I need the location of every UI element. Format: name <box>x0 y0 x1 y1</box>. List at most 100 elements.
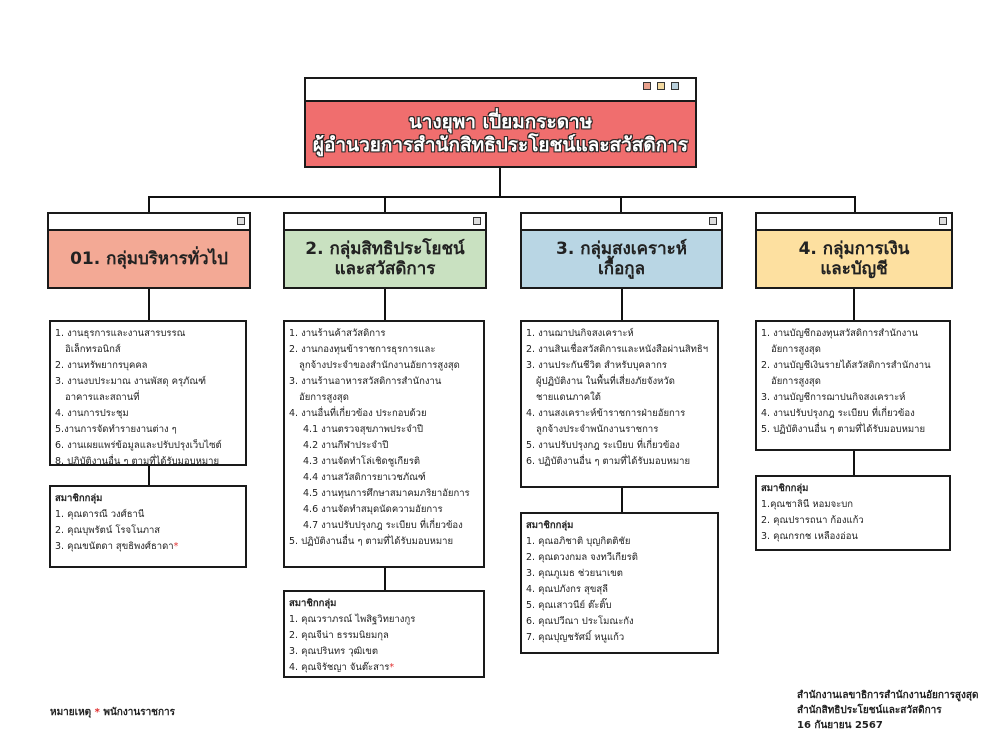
footer: สำนักงานเลขาธิการสำนักงานอัยการสูงสุด สำ… <box>797 688 979 733</box>
member-name: 2. คุณจีน่า ธรรมนิยมกุล <box>289 630 389 641</box>
director-box: นางยุพา เปี่ยมกระดาษ ผู้อำนวยการสำนักสิท… <box>304 77 697 168</box>
group-box-4: 4. กลุ่มการเงิน และบัญชี <box>755 212 953 289</box>
window-button-icon <box>473 217 481 225</box>
window-dot-3-icon <box>671 82 679 90</box>
task-item: 5. งานปรับปรุงกฎ ระเบียบ ที่เกี่ยวข้อง <box>526 440 680 451</box>
task-item: 4. งานอื่นที่เกี่ยวข้อง ประกอบด้วย <box>289 408 427 419</box>
task-item: 4.5 งานทุนการศึกษาสมาคมภริยาอัยการ <box>303 488 470 499</box>
task-item: 2. งานกองทุนข้าราชการธุรการและ ลูกจ้างปร… <box>289 344 460 371</box>
task-item: 8. ปฏิบัติงานอื่น ๆ ตามที่ได้รับมอบหมาย <box>55 456 220 467</box>
task-item: 1. งานร้านค้าสวัสดิการ <box>289 328 386 339</box>
group-title: 4. กลุ่มการเงิน และบัญชี <box>798 238 910 279</box>
connector-group-2 <box>384 196 386 213</box>
member-item: 1. คุณวราภรณ์ ไพสิฐวิทยางกูร <box>289 612 479 628</box>
member-item: 3. คุณปรินทร วุฒิเขต <box>289 644 479 660</box>
task-list-box: 1. งานบัญชีกองทุนสวัสดิการสำนักงาน อัยกา… <box>755 320 951 451</box>
member-item: 1.คุณชาลินี หอมจะบก <box>761 497 945 513</box>
window-title-bar <box>49 214 249 231</box>
member-name: 2. คุณดวงกมล จงทวีเกียรติ <box>526 552 638 563</box>
members-heading: สมาชิกกลุ่ม <box>526 520 574 531</box>
task-item: 6. งานเผยแพร่ข้อมูลและปรับปรุงเว็บไซต์ <box>55 440 222 451</box>
member-item: 7. คุณปุญชรัศมิ์ หนูแก้ว <box>526 630 713 646</box>
group-box-1: 01. กลุ่มบริหารทั่วไป <box>47 212 251 289</box>
member-name: 1. คุณวราภรณ์ ไพสิฐวิทยางกูร <box>289 614 416 625</box>
window-button-icon <box>237 217 245 225</box>
members-heading: สมาชิกกลุ่ม <box>55 493 103 504</box>
connector-tasks <box>384 289 386 320</box>
member-name: 3. คุณขนัตดา สุขธิพงศ์ธาดา <box>55 541 174 552</box>
task-item: 1. งานธุรการและงานสารบรรณอิเล็กทรอนิกส์ <box>55 328 186 355</box>
window-button-icon <box>939 217 947 225</box>
member-name: 6. คุณปวีณา ประโมณะกัง <box>526 616 634 627</box>
member-name: 3. คุณกรกช เหลืองอ่อน <box>761 531 858 542</box>
members-box: สมาชิกกลุ่ม 1. คุณดารณี วงศ์ธานี 2. คุณบุพ… <box>49 485 247 568</box>
window-title-bar <box>285 214 485 231</box>
member-item: 5. คุณเสาวนีย์ ต๊ะติ๊บ <box>526 598 713 614</box>
window-title-bar <box>757 214 951 231</box>
footnote-text: พนักงานราชการ <box>103 707 176 718</box>
task-item: 1. งานฌาปนกิจสงเคราะห์ <box>526 328 634 339</box>
group-title-area: 2. กลุ่มสิทธิประโยชน์ และสวัสดิการ <box>285 231 485 287</box>
connector-head-down <box>499 167 501 198</box>
group-title: 3. กลุ่มสงเคราะห์ เกื้อกูล <box>556 238 687 279</box>
task-item: 4.6 งานจัดทำสมุดนัดความอัยการ <box>303 504 443 515</box>
connector-members <box>621 488 623 512</box>
task-item: 5.งานการจัดทำรายงานต่าง ๆ <box>55 424 177 435</box>
members-box: สมาชิกกลุ่ม 1. คุณวราภรณ์ ไพสิฐวิทยางกูร 2… <box>283 590 485 678</box>
connector-group-1 <box>148 196 150 213</box>
member-item: 2. คุณบุพรัตน์ โรจโนภาส <box>55 523 241 539</box>
task-list-box: 1. งานร้านค้าสวัสดิการ 2. งานกองทุนข้าราช… <box>283 320 485 568</box>
member-name: 3. คุณภูเมธ ช่วยนาเขต <box>526 568 623 579</box>
task-item: 4.4 งานสวัสดิการยาเวชภัณฑ์ <box>303 472 426 483</box>
task-item: 3. งานร้านอาหารสวัสดิการสำนักงาน อัยการส… <box>289 376 442 403</box>
member-item: 3. คุณภูเมธ ช่วยนาเขต <box>526 566 713 582</box>
member-item: 4. คุณจิรัชญา จันต๊ะสาร* <box>289 660 479 676</box>
footer-office: สำนักงานเลขาธิการสำนักงานอัยการสูงสุด <box>797 690 979 701</box>
director-position: ผู้อำนวยการสำนักสิทธิประโยชน์และสวัสดิกา… <box>312 134 689 156</box>
task-list-box: 1. งานธุรการและงานสารบรรณอิเล็กทรอนิกส์ 2… <box>49 320 247 467</box>
members-box: สมาชิกกลุ่ม 1. คุณอภิชาติ บุญกิตติชัย 2. ค… <box>520 512 719 654</box>
member-item: 2. คุณจีน่า ธรรมนิยมกุล <box>289 628 479 644</box>
footnote-marker: * <box>94 707 100 718</box>
group-title-area: 3. กลุ่มสงเคราะห์ เกื้อกูล <box>522 231 721 287</box>
member-name: 2. คุณบุพรัตน์ โรจโนภาส <box>55 525 161 536</box>
task-item: 3. งานประกันชีวิต สำหรับบุคลากร ผู้ปฏิบั… <box>526 360 675 403</box>
member-item: 2. คุณปรารถนา ก้องแก้ว <box>761 513 945 529</box>
member-name: 3. คุณปรินทร วุฒิเขต <box>289 646 379 657</box>
task-item: 2. งานทรัพยากรบุคคล <box>55 360 148 371</box>
task-item: 4.7 งานปรับปรุงกฎ ระเบียบ ที่เกี่ยวข้อง <box>303 520 463 531</box>
group-box-3: 3. กลุ่มสงเคราะห์ เกื้อกูล <box>520 212 723 289</box>
connector-members <box>148 466 150 485</box>
member-name: 4. คุณจิรัชญา จันต๊ะสาร <box>289 662 390 673</box>
member-name: 7. คุณปุญชรัศมิ์ หนูแก้ว <box>526 632 625 643</box>
member-name: 1.คุณชาลินี หอมจะบก <box>761 499 854 510</box>
connector-tasks <box>148 289 150 320</box>
member-name: 5. คุณเสาวนีย์ ต๊ะติ๊บ <box>526 600 612 611</box>
connector-members <box>853 451 855 475</box>
member-item: 1. คุณอภิชาติ บุญกิตติชัย <box>526 534 713 550</box>
director-body: นางยุพา เปี่ยมกระดาษ ผู้อำนวยการสำนักสิท… <box>306 102 695 166</box>
member-name: 2. คุณปรารถนา ก้องแก้ว <box>761 515 864 526</box>
task-item: 4. งานปรับปรุงกฎ ระเบียบ ที่เกี่ยวข้อง <box>761 408 915 419</box>
member-name: 1. คุณดารณี วงศ์ธานี <box>55 509 145 520</box>
task-item: 4. งานสงเคราะห์ข้าราชการฝ่ายอัยการ ลูกจ้… <box>526 408 686 435</box>
connector-members <box>384 568 386 590</box>
footnote-label: หมายเหตุ <box>50 707 92 718</box>
member-name: 1. คุณอภิชาติ บุญกิตติชัย <box>526 536 631 547</box>
task-item: 4.2 งานกีฬาประจำปี <box>303 440 389 451</box>
task-list-box: 1. งานฌาปนกิจสงเคราะห์2. งานสินเชื่อสวัส… <box>520 320 719 488</box>
member-item: 1. คุณดารณี วงศ์ธานี <box>55 507 241 523</box>
group-title: 2. กลุ่มสิทธิประโยชน์ และสวัสดิการ <box>305 238 465 279</box>
task-item: 4.1 งานตรวจสุขภาพประจำปี <box>303 424 424 435</box>
task-item: 1. งานบัญชีกองทุนสวัสดิการสำนักงาน อัยกา… <box>761 328 919 355</box>
group-title: 01. กลุ่มบริหารทั่วไป <box>70 248 228 269</box>
member-item: 6. คุณปวีณา ประโมณะกัง <box>526 614 713 630</box>
window-title-bar <box>522 214 721 231</box>
members-heading: สมาชิกกลุ่ม <box>289 598 337 609</box>
member-item: 3. คุณกรกช เหลืองอ่อน <box>761 529 945 545</box>
connector-tasks <box>621 289 623 320</box>
director-name: นางยุพา เปี่ยมกระดาษ <box>408 111 593 134</box>
task-item: 6. ปฏิบัติงานอื่น ๆ ตามที่ได้รับมอบหมาย <box>526 456 691 467</box>
connector-horizontal <box>148 196 855 198</box>
